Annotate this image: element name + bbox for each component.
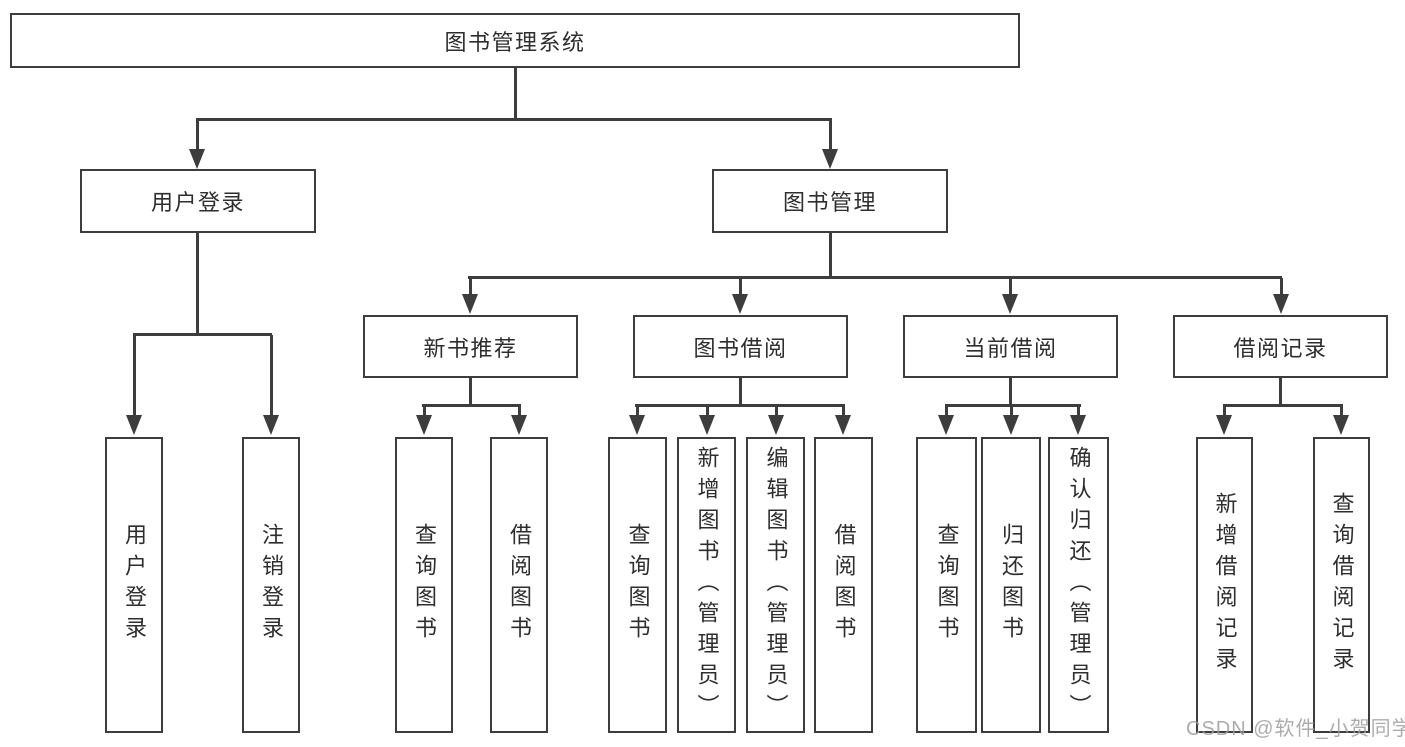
connector-branch-line bbox=[133, 333, 272, 336]
arrowhead-down-icon bbox=[938, 415, 954, 435]
connector-stem bbox=[828, 233, 832, 278]
leaf-add-book-admin: 新增图书（管理员） bbox=[677, 437, 736, 733]
leaf-label: 编辑图书（管理员） bbox=[763, 445, 789, 725]
arrowhead-down-icon bbox=[462, 294, 478, 314]
node-system-root: 图书管理系统 bbox=[10, 13, 1020, 68]
connector-stem bbox=[705, 406, 709, 417]
leaf-query-book-borrow: 查询图书 bbox=[608, 437, 667, 733]
leaf-label: 借阅图书 bbox=[507, 523, 532, 647]
leaf-label: 新增图书（管理员） bbox=[694, 445, 720, 725]
arrowhead-down-icon bbox=[629, 415, 645, 435]
leaf-logout: 注销登录 bbox=[242, 437, 300, 733]
leaf-add-borrow-record: 新增借阅记录 bbox=[1196, 437, 1253, 733]
node-book-borrow: 图书借阅 bbox=[633, 315, 848, 378]
arrowhead-down-icon bbox=[835, 415, 851, 435]
node-borrow-records: 借阅记录 bbox=[1173, 315, 1388, 378]
connector-stem bbox=[635, 406, 639, 417]
leaf-return-book: 归还图书 bbox=[981, 437, 1041, 733]
arrowhead-down-icon bbox=[1273, 294, 1289, 314]
node-book-management: 图书管理 bbox=[712, 169, 948, 233]
arrowhead-down-icon bbox=[1070, 415, 1086, 435]
connector-branch-line bbox=[635, 404, 845, 407]
arrowhead-down-icon bbox=[416, 415, 432, 435]
arrowhead-down-icon bbox=[699, 415, 715, 435]
leaf-label: 新增借阅记录 bbox=[1212, 492, 1238, 678]
connector-stem bbox=[468, 378, 472, 406]
arrowhead-down-icon bbox=[768, 415, 784, 435]
leaf-user-login-label: 用户登录 bbox=[122, 523, 147, 647]
connector-stem bbox=[517, 406, 521, 417]
arrowhead-down-icon bbox=[189, 149, 205, 169]
connector-stem bbox=[1278, 378, 1282, 406]
leaf-label: 归还图书 bbox=[999, 523, 1024, 647]
connector-stem bbox=[195, 233, 199, 335]
leaf-label: 确认归还（管理员） bbox=[1066, 445, 1092, 725]
connector-stem bbox=[1339, 406, 1343, 417]
leaf-query-borrow-record: 查询借阅记录 bbox=[1313, 437, 1370, 733]
leaf-label: 查询图书 bbox=[934, 523, 960, 647]
connector-stem bbox=[1009, 406, 1013, 417]
leaf-borrow-book: 借阅图书 bbox=[814, 437, 873, 733]
connector-stem bbox=[269, 335, 273, 416]
connector-stem bbox=[513, 68, 517, 120]
arrowhead-down-icon bbox=[822, 149, 838, 169]
connector-stem bbox=[841, 406, 845, 417]
node-current-borrow: 当前借阅 bbox=[903, 315, 1118, 378]
connector-stem bbox=[944, 406, 948, 417]
arrowhead-down-icon bbox=[511, 415, 527, 435]
connector-stem bbox=[422, 406, 426, 417]
arrowhead-down-icon bbox=[732, 294, 748, 314]
leaf-label: 查询借阅记录 bbox=[1329, 492, 1355, 678]
connector-stem bbox=[738, 278, 742, 296]
connector-stem bbox=[132, 335, 136, 416]
leaf-label: 借阅图书 bbox=[831, 523, 857, 647]
leaf-label: 查询图书 bbox=[412, 523, 437, 647]
leaf-confirm-return-admin: 确认归还（管理员） bbox=[1048, 437, 1109, 733]
leaf-query-book-current: 查询图书 bbox=[916, 437, 977, 733]
connector-branch-line bbox=[468, 276, 1282, 279]
arrowhead-down-icon bbox=[1003, 415, 1019, 435]
node-user-login: 用户登录 bbox=[80, 169, 316, 233]
leaf-query-book-recommend: 查询图书 bbox=[395, 437, 453, 733]
connector-stem bbox=[1076, 406, 1080, 417]
connector-stem bbox=[1222, 406, 1226, 417]
connector-stem bbox=[1008, 378, 1012, 406]
leaf-logout-label: 注销登录 bbox=[259, 523, 284, 647]
leaf-user-login: 用户登录 bbox=[105, 437, 163, 733]
arrowhead-down-icon bbox=[1216, 415, 1232, 435]
connector-stem bbox=[1008, 278, 1012, 296]
leaf-label: 查询图书 bbox=[625, 523, 651, 647]
connector-branch-line bbox=[1223, 404, 1343, 407]
connector-stem bbox=[738, 378, 742, 406]
leaf-edit-book-admin: 编辑图书（管理员） bbox=[746, 437, 805, 733]
connector-stem bbox=[828, 120, 832, 154]
connector-stem bbox=[774, 406, 778, 417]
connector-stem bbox=[195, 120, 199, 154]
arrowhead-down-icon bbox=[263, 415, 279, 435]
node-new-book-recommend: 新书推荐 bbox=[363, 315, 578, 378]
connector-stem bbox=[468, 278, 472, 296]
arrowhead-down-icon bbox=[1002, 294, 1018, 314]
arrowhead-down-icon bbox=[126, 415, 142, 435]
watermark: CSDN @软件_小贺同学 bbox=[1186, 718, 1405, 740]
connector-branch-line bbox=[422, 404, 521, 407]
connector-branch-line bbox=[196, 118, 832, 121]
connector-branch-line bbox=[945, 404, 1081, 407]
connector-stem bbox=[1279, 278, 1283, 296]
leaf-borrow-book-recommend: 借阅图书 bbox=[490, 437, 548, 733]
arrowhead-down-icon bbox=[1333, 415, 1349, 435]
